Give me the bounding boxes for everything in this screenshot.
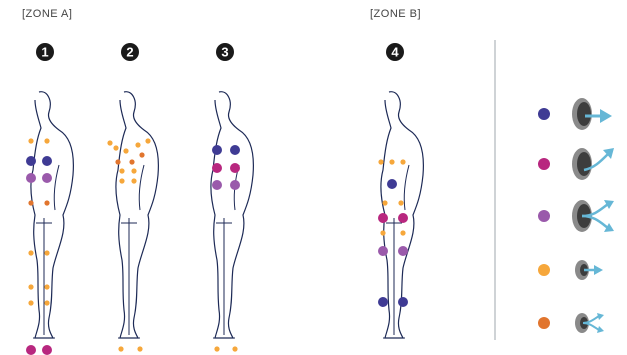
arm-line (404, 165, 409, 210)
arm-line (54, 165, 59, 210)
legend-purple-dot (538, 108, 550, 120)
yellow-dot (382, 200, 387, 205)
yellow-dot (400, 159, 405, 164)
legend-violet-dot (538, 210, 550, 222)
figure-3: 3 (211, 43, 254, 352)
purple-dot (398, 297, 408, 307)
purple-dot (42, 156, 52, 166)
purple-dot (212, 145, 222, 155)
purple-dot (26, 156, 36, 166)
magenta-dot (230, 163, 240, 173)
yellow-dot (214, 346, 219, 351)
magenta-dot (398, 213, 408, 223)
orange-dot (115, 159, 120, 164)
magenta-dot (378, 213, 388, 223)
arm-line (139, 165, 144, 210)
straight-arrow-icon (572, 98, 612, 130)
figure-number-marker: 1 (36, 43, 54, 61)
yellow-dot (135, 142, 140, 147)
yellow-dot (131, 178, 136, 183)
yellow-dot (113, 145, 118, 150)
figure-2: 2 (107, 43, 158, 352)
yellow-dot (232, 346, 237, 351)
yellow-dot (118, 346, 123, 351)
orange-dot (28, 200, 33, 205)
yellow-dot (119, 168, 124, 173)
figure-1: 1 (26, 43, 73, 355)
yellow-dot (44, 284, 49, 289)
body-outline (211, 92, 254, 338)
yellow-dot (28, 250, 33, 255)
yellow-dot (28, 138, 33, 143)
yellow-dot (107, 140, 112, 145)
small-straight-arrow-icon (575, 260, 603, 280)
violet-dot (42, 173, 52, 183)
yellow-dot (389, 159, 394, 164)
yellow-dot (44, 138, 49, 143)
violet-dot (398, 246, 408, 256)
body-outline (116, 92, 159, 338)
legend (538, 98, 614, 333)
purple-dot (230, 145, 240, 155)
figure-number-marker: 4 (386, 43, 404, 61)
violet-dot (230, 180, 240, 190)
legend-orange-dot (538, 317, 550, 329)
figure-4: 4 (378, 43, 423, 338)
yellow-dot (398, 200, 403, 205)
body-outline (31, 92, 74, 338)
splitting-arrows-icon (572, 200, 614, 232)
yellow-dot (44, 250, 49, 255)
curved-arrow-icon (572, 148, 614, 180)
legend-row-violet (538, 200, 614, 232)
yellow-dot (123, 148, 128, 153)
orange-dot (129, 159, 134, 164)
yellow-dot (119, 178, 124, 183)
orange-dot (44, 200, 49, 205)
small-splitting-arrows-icon (575, 313, 604, 333)
yellow-dot (131, 168, 136, 173)
magenta-dot (26, 345, 36, 355)
magenta-dot (212, 163, 222, 173)
legend-yellow-dot (538, 264, 550, 276)
violet-dot (378, 246, 388, 256)
legend-row-purple (538, 98, 612, 130)
orange-dot (139, 152, 144, 157)
legend-row-magenta (538, 148, 614, 180)
magenta-dot (42, 345, 52, 355)
legend-row-yellow (538, 260, 603, 280)
yellow-dot (137, 346, 142, 351)
yellow-dot (28, 300, 33, 305)
figure-number-marker: 3 (216, 43, 234, 61)
yellow-dot (28, 284, 33, 289)
yellow-dot (380, 230, 385, 235)
purple-dot (378, 297, 388, 307)
legend-magenta-dot (538, 158, 550, 170)
purple-dot (387, 179, 397, 189)
svg-text:3: 3 (221, 45, 228, 60)
svg-text:1: 1 (41, 45, 48, 60)
yellow-dot (145, 138, 150, 143)
yellow-dot (400, 230, 405, 235)
violet-dot (26, 173, 36, 183)
violet-dot (212, 180, 222, 190)
svg-text:2: 2 (126, 45, 133, 60)
yellow-dot (44, 300, 49, 305)
legend-row-orange (538, 313, 604, 333)
svg-text:4: 4 (391, 45, 399, 60)
figure-number-marker: 2 (121, 43, 139, 61)
yellow-dot (378, 159, 383, 164)
